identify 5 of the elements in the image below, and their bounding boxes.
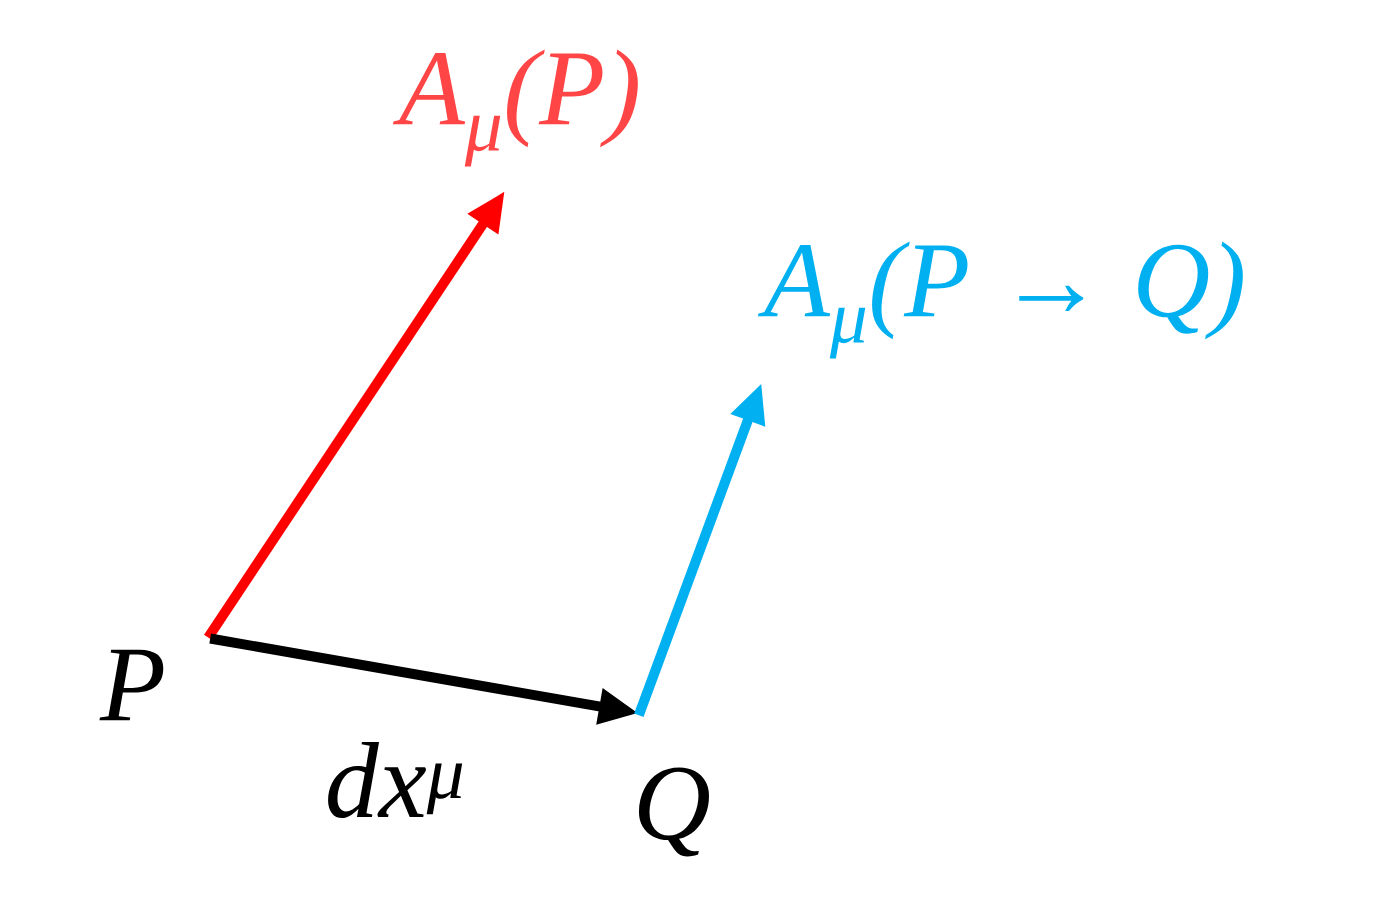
math-label: Q bbox=[638, 767, 709, 857]
edge-label: dx$^{μ}$ bbox=[328, 742, 463, 819]
math-label: A$_{μ}$(P) bbox=[392, 49, 638, 167]
math-label: P bbox=[99, 649, 164, 721]
math-label: A$_{μ}$(P → Q) bbox=[757, 241, 1243, 359]
